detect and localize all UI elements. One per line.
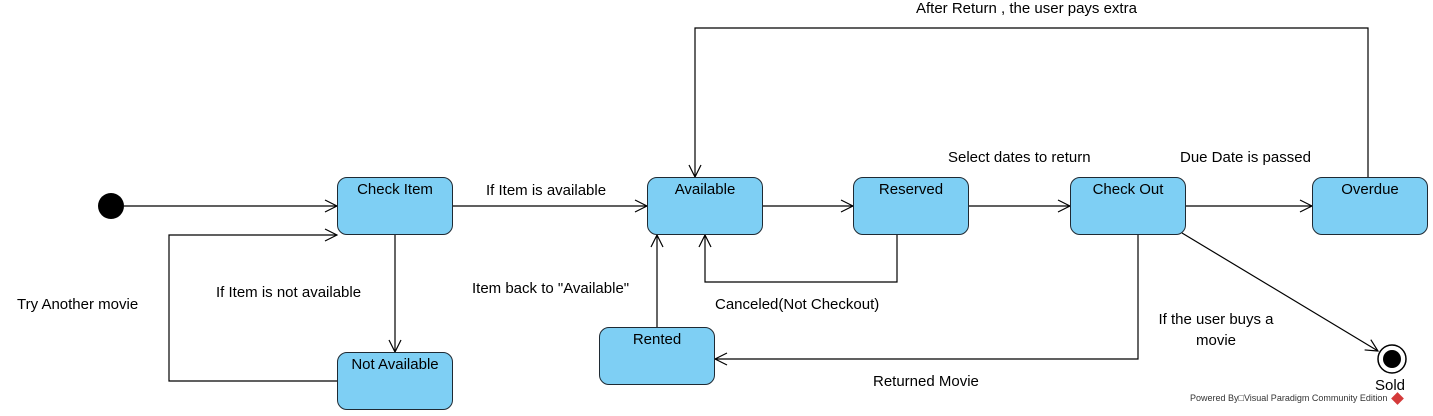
transition-canceled — [705, 235, 898, 283]
state-rented[interactable]: Rented — [599, 327, 715, 385]
watermark: Powered By□Visual Paradigm Community Edi… — [1190, 392, 1405, 405]
transition-after-return — [695, 27, 1369, 177]
initial-state — [98, 193, 124, 219]
label-returned-movie: Returned Movie — [873, 373, 979, 390]
watermark-text: Powered By□Visual Paradigm Community Edi… — [1190, 393, 1388, 403]
label-canceled: Canceled(Not Checkout) — [715, 296, 880, 313]
label-user-buys-line1: If the user buys a — [1158, 311, 1274, 328]
visual-paradigm-logo-icon — [1391, 392, 1405, 405]
state-not-available[interactable]: Not Available — [337, 352, 453, 410]
label-select-dates: Select dates to return — [948, 149, 1091, 166]
final-state — [1377, 344, 1407, 374]
transition-returned-movie — [715, 235, 1139, 359]
label-if-item-available: If Item is available — [486, 182, 607, 199]
state-check-item[interactable]: Check Item — [337, 177, 453, 235]
state-available[interactable]: Available — [647, 177, 763, 235]
label-due-date-passed: Due Date is passed — [1180, 149, 1311, 166]
transition-try-another — [168, 235, 337, 382]
label-user-buys-line2: movie — [1195, 332, 1236, 349]
state-reserved[interactable]: Reserved — [853, 177, 969, 235]
label-if-item-not-available: If Item is not available — [216, 284, 362, 301]
label-after-return: After Return , the user pays extra — [916, 0, 1137, 17]
state-check-out[interactable]: Check Out — [1070, 177, 1186, 235]
label-try-another-movie: Try Another movie — [17, 296, 139, 313]
label-item-back-available: Item back to "Available" — [472, 280, 630, 297]
transition-checkout-sold — [1181, 232, 1378, 351]
label-user-buys: If the user buys a movie — [1150, 311, 1282, 349]
final-state-label: Sold — [1375, 377, 1406, 394]
state-overdue[interactable]: Overdue — [1312, 177, 1428, 235]
